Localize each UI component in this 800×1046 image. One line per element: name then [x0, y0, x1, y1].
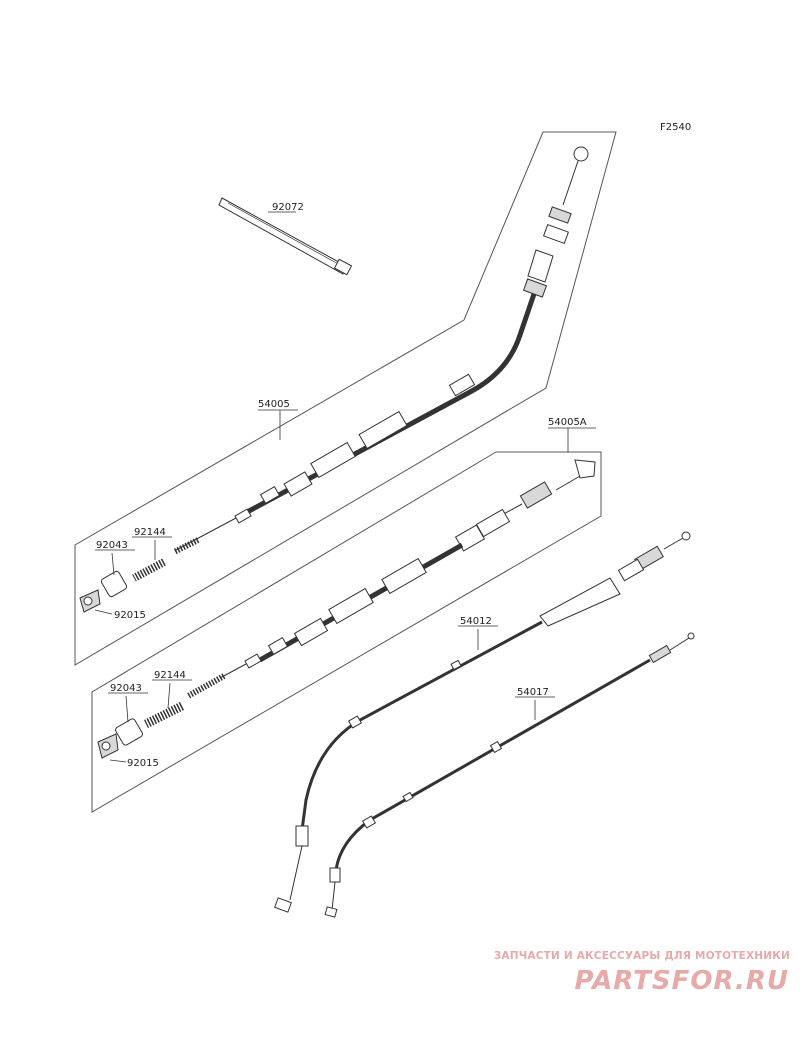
svg-text:PARTSFOR.RU: PARTSFOR.RU: [575, 966, 789, 994]
label-54005: 54005: [258, 399, 290, 410]
cable-54012: [274, 531, 691, 913]
watermark: ЗАПЧАСТИ И АКСЕССУАРЫ ДЛЯ МОТОТЕХНИКИ PA…: [490, 950, 790, 994]
spring-92144-b: [143, 701, 185, 729]
frame-54005: [74, 131, 617, 666]
label-54017: 54017: [517, 687, 549, 698]
label-92015-b: 92015: [127, 758, 159, 769]
figure-code: F2540: [660, 122, 691, 133]
label-92015-a: 92015: [114, 610, 146, 621]
label-92043-b: 92043: [110, 683, 142, 694]
cable-tie-92072: [218, 197, 353, 276]
spring-92144-a: [132, 558, 166, 582]
label-92144-b: 92144: [154, 670, 186, 681]
label-92072: 92072: [272, 202, 304, 213]
watermark-logo: PARTSFOR.RU: [575, 966, 789, 994]
cable-54017: [324, 632, 695, 918]
label-54012: 54012: [460, 616, 492, 627]
cable-54005: [172, 146, 589, 555]
frame-54005A: [91, 451, 602, 813]
label-54005A: 54005A: [548, 417, 587, 428]
clip-92015-a: [79, 589, 101, 613]
label-92043-a: 92043: [96, 540, 128, 551]
collar-92043-b: [115, 718, 143, 746]
watermark-caption: ЗАПЧАСТИ И АКСЕССУАРЫ ДЛЯ МОТОТЕХНИКИ: [493, 950, 790, 962]
clip-92015-b: [97, 733, 119, 759]
label-92144-a: 92144: [134, 527, 166, 538]
cable-54005A: [186, 459, 596, 699]
collar-92043-a: [100, 570, 128, 598]
